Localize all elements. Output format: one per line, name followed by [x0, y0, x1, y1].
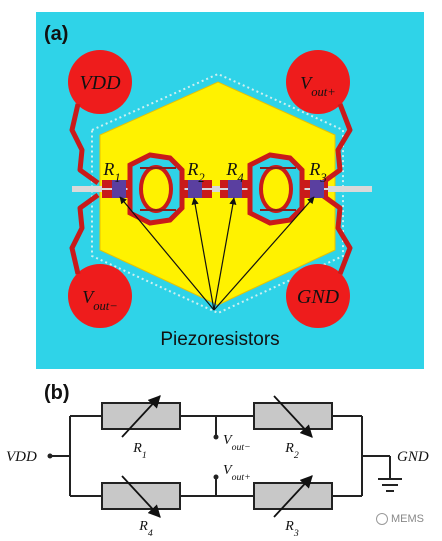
pad-vdd: [68, 50, 132, 114]
terminal-gnd: GND: [397, 449, 429, 465]
label-b-r1: R1: [132, 441, 146, 461]
panel-a-label: (a): [44, 23, 68, 45]
panel-a: VDD Vout+ Vout− GND R1 R2 R4 R3 Piezores…: [36, 12, 424, 369]
node-vout-minus: [213, 434, 219, 440]
metal-traces: [69, 103, 353, 275]
label-b-r3: R3: [284, 519, 299, 539]
node-label-vout-minus: Vout−: [223, 433, 251, 453]
panel-b-label: (b): [44, 382, 70, 404]
callout-piezoresistors: Piezoresistors: [160, 329, 279, 350]
pad-label-gnd: GND: [297, 286, 340, 308]
label-r2: R2: [186, 159, 205, 185]
panel-b: (b): [6, 382, 429, 539]
pad-label-vout-minus: Vout−: [82, 287, 118, 313]
wechat-icon: [376, 513, 388, 525]
watermark: MEMS: [376, 513, 424, 525]
pad-vout-minus: [68, 264, 132, 328]
node-vout-plus: [213, 474, 219, 480]
membrane-hexagon: [99, 81, 336, 306]
label-b-r4: R4: [138, 519, 153, 539]
pad-vout-plus: [286, 50, 350, 114]
pad-label-vout-plus: Vout+: [300, 73, 336, 99]
callout-arrows: [119, 196, 315, 311]
label-r4: R4: [225, 159, 244, 185]
center-beam: [72, 186, 372, 192]
variable-arrows: [121, 395, 313, 518]
pad-label-vdd: VDD: [79, 72, 121, 94]
node-vdd: [47, 453, 53, 459]
label-b-r2: R2: [284, 441, 299, 461]
pad-gnd: [286, 264, 350, 328]
label-r1: R1: [102, 159, 120, 185]
ground-symbol: [378, 478, 402, 492]
watermark-text: MEMS: [391, 513, 424, 525]
piezo-r3: [310, 180, 324, 198]
piezo-r1: [112, 180, 126, 198]
terminal-vdd: VDD: [6, 449, 37, 465]
piezo-r2: [188, 180, 202, 198]
circuit-wires: [50, 415, 391, 497]
label-r3: R3: [308, 159, 326, 185]
piezo-r4: [228, 180, 242, 198]
membrane-outline: [91, 72, 344, 315]
node-label-vout-plus: Vout+: [223, 463, 251, 483]
center-structure: [102, 152, 328, 226]
